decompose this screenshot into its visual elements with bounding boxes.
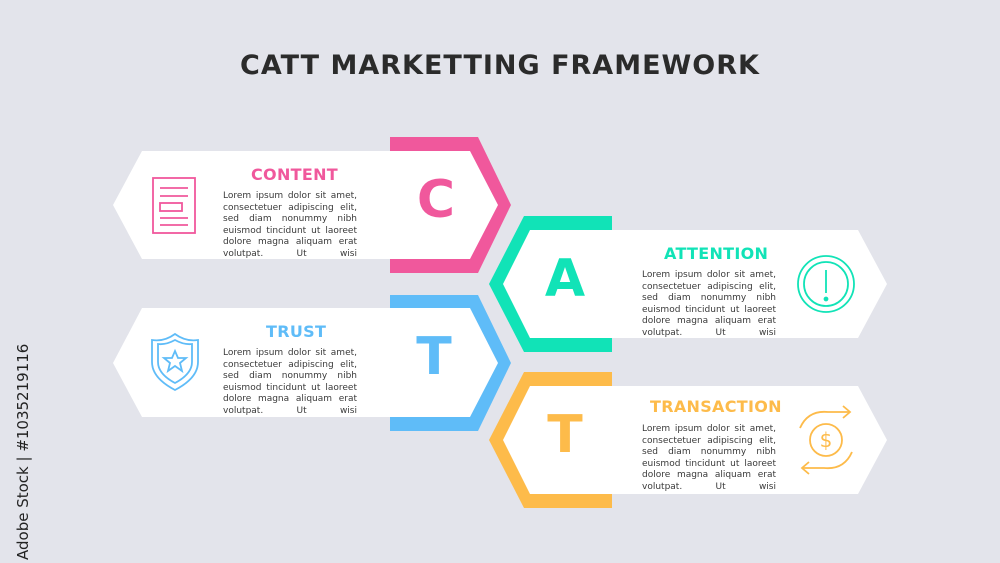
attention-card bbox=[503, 230, 887, 338]
transaction-letter: T bbox=[547, 405, 583, 465]
attention-text: Lorem ipsum dolor sit amet, consectetuer… bbox=[642, 270, 776, 338]
attention-letter: A bbox=[544, 249, 586, 309]
transaction-text: Lorem ipsum dolor sit amet, consectetuer… bbox=[642, 424, 776, 492]
transaction-card bbox=[503, 386, 887, 494]
page-title: CATT MARKETTING FRAMEWORK bbox=[240, 50, 760, 81]
exclamation-circle-icon bbox=[797, 255, 855, 313]
side-caption-text: Adobe Stock | #1035219116 bbox=[14, 343, 32, 560]
dollar-exchange-icon: $ bbox=[799, 405, 853, 475]
side-caption: Adobe Stock | #1035219116 bbox=[0, 330, 35, 563]
content-text: Lorem ipsum dolor sit amet, consectetuer… bbox=[223, 191, 357, 259]
trust-letter: T bbox=[416, 327, 452, 387]
document-icon bbox=[152, 177, 196, 234]
content-heading: CONTENT bbox=[251, 165, 338, 184]
trust-text: Lorem ipsum dolor sit amet, consectetuer… bbox=[223, 348, 357, 416]
attention-heading: ATTENTION bbox=[664, 244, 769, 263]
transaction-heading: TRANSACTION bbox=[650, 397, 782, 416]
content-letter: C bbox=[416, 170, 456, 230]
content-card bbox=[113, 151, 498, 259]
trust-heading: TRUST bbox=[266, 322, 327, 341]
svg-text:$: $ bbox=[820, 428, 833, 452]
trust-card bbox=[113, 308, 498, 417]
shield-star-icon bbox=[151, 332, 199, 392]
